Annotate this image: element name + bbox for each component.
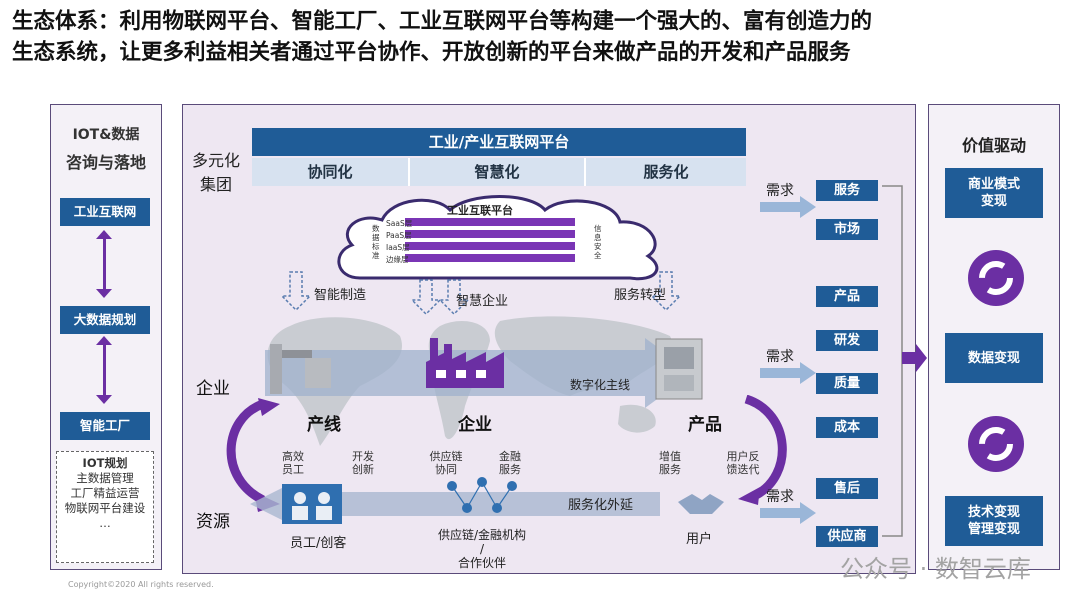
label-user-feedback: 用户反馈迭代 <box>726 450 760 476</box>
title-line-2: 生态系统，让更多利益相关者通过平台协作、开放创新的平台来做产品的开发和产品服务 <box>12 40 851 65</box>
label-efficient-staff: 高效员工 <box>282 450 304 476</box>
label-product: 产品 <box>688 415 722 435</box>
sub-collaborative: 协同化 <box>252 158 410 186</box>
demand-arrow-3 <box>760 502 816 524</box>
group-label-2: 集团 <box>200 175 233 194</box>
supply-line-3: 合作伙伴 <box>457 556 506 570</box>
label-supply-finance: 供应链/金融机构 / 合作伙伴 <box>432 528 532 570</box>
cycle-icon-2 <box>968 416 1024 472</box>
label-user: 用户 <box>686 532 713 547</box>
iot-title: IOT规划 <box>82 456 128 470</box>
supply-line-1: 供应链/金融机构 <box>437 528 527 542</box>
page-title: 生态体系：利用物联网平台、智能工厂、工业互联网平台等构建一个强大的、富有创造力的… <box>12 6 1072 68</box>
value-head: 价值驱动 <box>961 136 1026 155</box>
value-tech-mgmt: 技术变现 管理变现 <box>945 496 1043 546</box>
partners-network-icon <box>447 477 517 513</box>
iot-item: 主数据管理 <box>76 471 134 485</box>
resource-arrow <box>250 484 660 524</box>
label-corp: 企业 <box>458 415 492 435</box>
rbox-product: 产品 <box>816 286 878 307</box>
rbox-aftersales: 售后 <box>816 478 878 499</box>
cloud-title: 工业互联平台 <box>447 204 513 217</box>
group-label-1: 多元化 <box>192 151 241 170</box>
sub-service: 服务化 <box>586 158 746 186</box>
platform-banner: 工业/产业互联网平台 <box>252 128 746 156</box>
cloud-left-side: 数据标准 <box>372 224 380 260</box>
left-arrow-heads <box>96 230 112 404</box>
iot-item: … <box>99 516 111 530</box>
watermark: 公众号 · 数智云库 <box>840 555 1031 583</box>
left-head-1: IOT&数据 <box>72 127 140 143</box>
label-dev-innovation: 开发创新 <box>352 450 374 476</box>
cloud-row-edge: 边缘层 <box>386 255 409 264</box>
iot-item: 工厂精益运营 <box>70 486 140 500</box>
label-smart-manufacturing: 智能制造 <box>314 288 367 303</box>
label-supply-collab: 供应链协同 <box>429 450 463 476</box>
cloud-right-side: 信息安全 <box>594 224 602 260</box>
iot-item: 物联网平台建设 <box>64 501 146 515</box>
demand-label-2: 需求 <box>766 349 794 365</box>
arrow-2 <box>103 344 106 400</box>
value-business-model: 商业模式 变现 <box>945 168 1043 218</box>
demand-arrow-1 <box>760 196 816 218</box>
box-smart-factory: 智能工厂 <box>60 412 150 440</box>
iot-planning-box: IOT规划 主数据管理 工厂精益运营 物联网平台建设 … <box>56 451 154 563</box>
box-industrial-internet: 工业互联网 <box>60 198 150 226</box>
label-value-service: 增值服务 <box>659 450 681 476</box>
down-arrows <box>280 271 682 316</box>
cloud-row-saas: SaaS层 <box>386 219 413 228</box>
right-loop-arrow <box>738 395 787 505</box>
cloud-row-iaas: IaaS层 <box>386 243 410 252</box>
label-production-line: 产线 <box>307 415 341 435</box>
supply-line-2: / <box>479 542 485 556</box>
staff-people-icon <box>282 484 342 524</box>
label-staff-makers: 员工/创客 <box>290 536 347 551</box>
production-robot-icon <box>270 344 331 394</box>
sub-intelligent: 智慧化 <box>410 158 586 186</box>
label-service-transform: 服务转型 <box>614 288 667 303</box>
factory-icon <box>426 338 504 388</box>
demand-arrow-2 <box>760 362 816 384</box>
product-machine-icon <box>655 338 703 400</box>
label-resource: 资源 <box>196 512 230 532</box>
digital-thread-label: 数字化主线 <box>570 378 631 392</box>
rbox-market: 市场 <box>816 219 878 240</box>
title-line-1: 生态体系：利用物联网平台、智能工厂、工业互联网平台等构建一个强大的、富有创造力的 <box>12 9 873 34</box>
cloud-row-paas: PaaS层 <box>386 231 412 240</box>
cycle-icon-1 <box>968 250 1024 306</box>
rbox-supplier: 供应商 <box>816 526 878 547</box>
cloud-shape <box>337 195 659 281</box>
bracket-arrow <box>882 185 927 537</box>
handshake-icon <box>678 494 724 514</box>
box-bigdata: 大数据规划 <box>60 306 150 334</box>
label-enterprise: 企业 <box>196 379 230 399</box>
rbox-quality: 质量 <box>816 373 878 394</box>
rbox-service: 服务 <box>816 180 878 201</box>
label-finance-service: 金融服务 <box>499 450 521 476</box>
rbox-rnd: 研发 <box>816 330 878 351</box>
rbox-cost: 成本 <box>816 417 878 438</box>
copyright: Copyright©2020 All rights reserved. <box>68 580 214 589</box>
demand-label-3: 需求 <box>766 489 794 505</box>
label-service-extension: 服务化外延 <box>568 498 634 513</box>
value-data: 数据变现 <box>945 333 1043 383</box>
arrow-1 <box>103 236 106 292</box>
label-smart-enterprise: 智慧企业 <box>456 294 509 309</box>
left-head-2: 咨询与落地 <box>65 153 146 172</box>
demand-label-1: 需求 <box>766 183 794 199</box>
